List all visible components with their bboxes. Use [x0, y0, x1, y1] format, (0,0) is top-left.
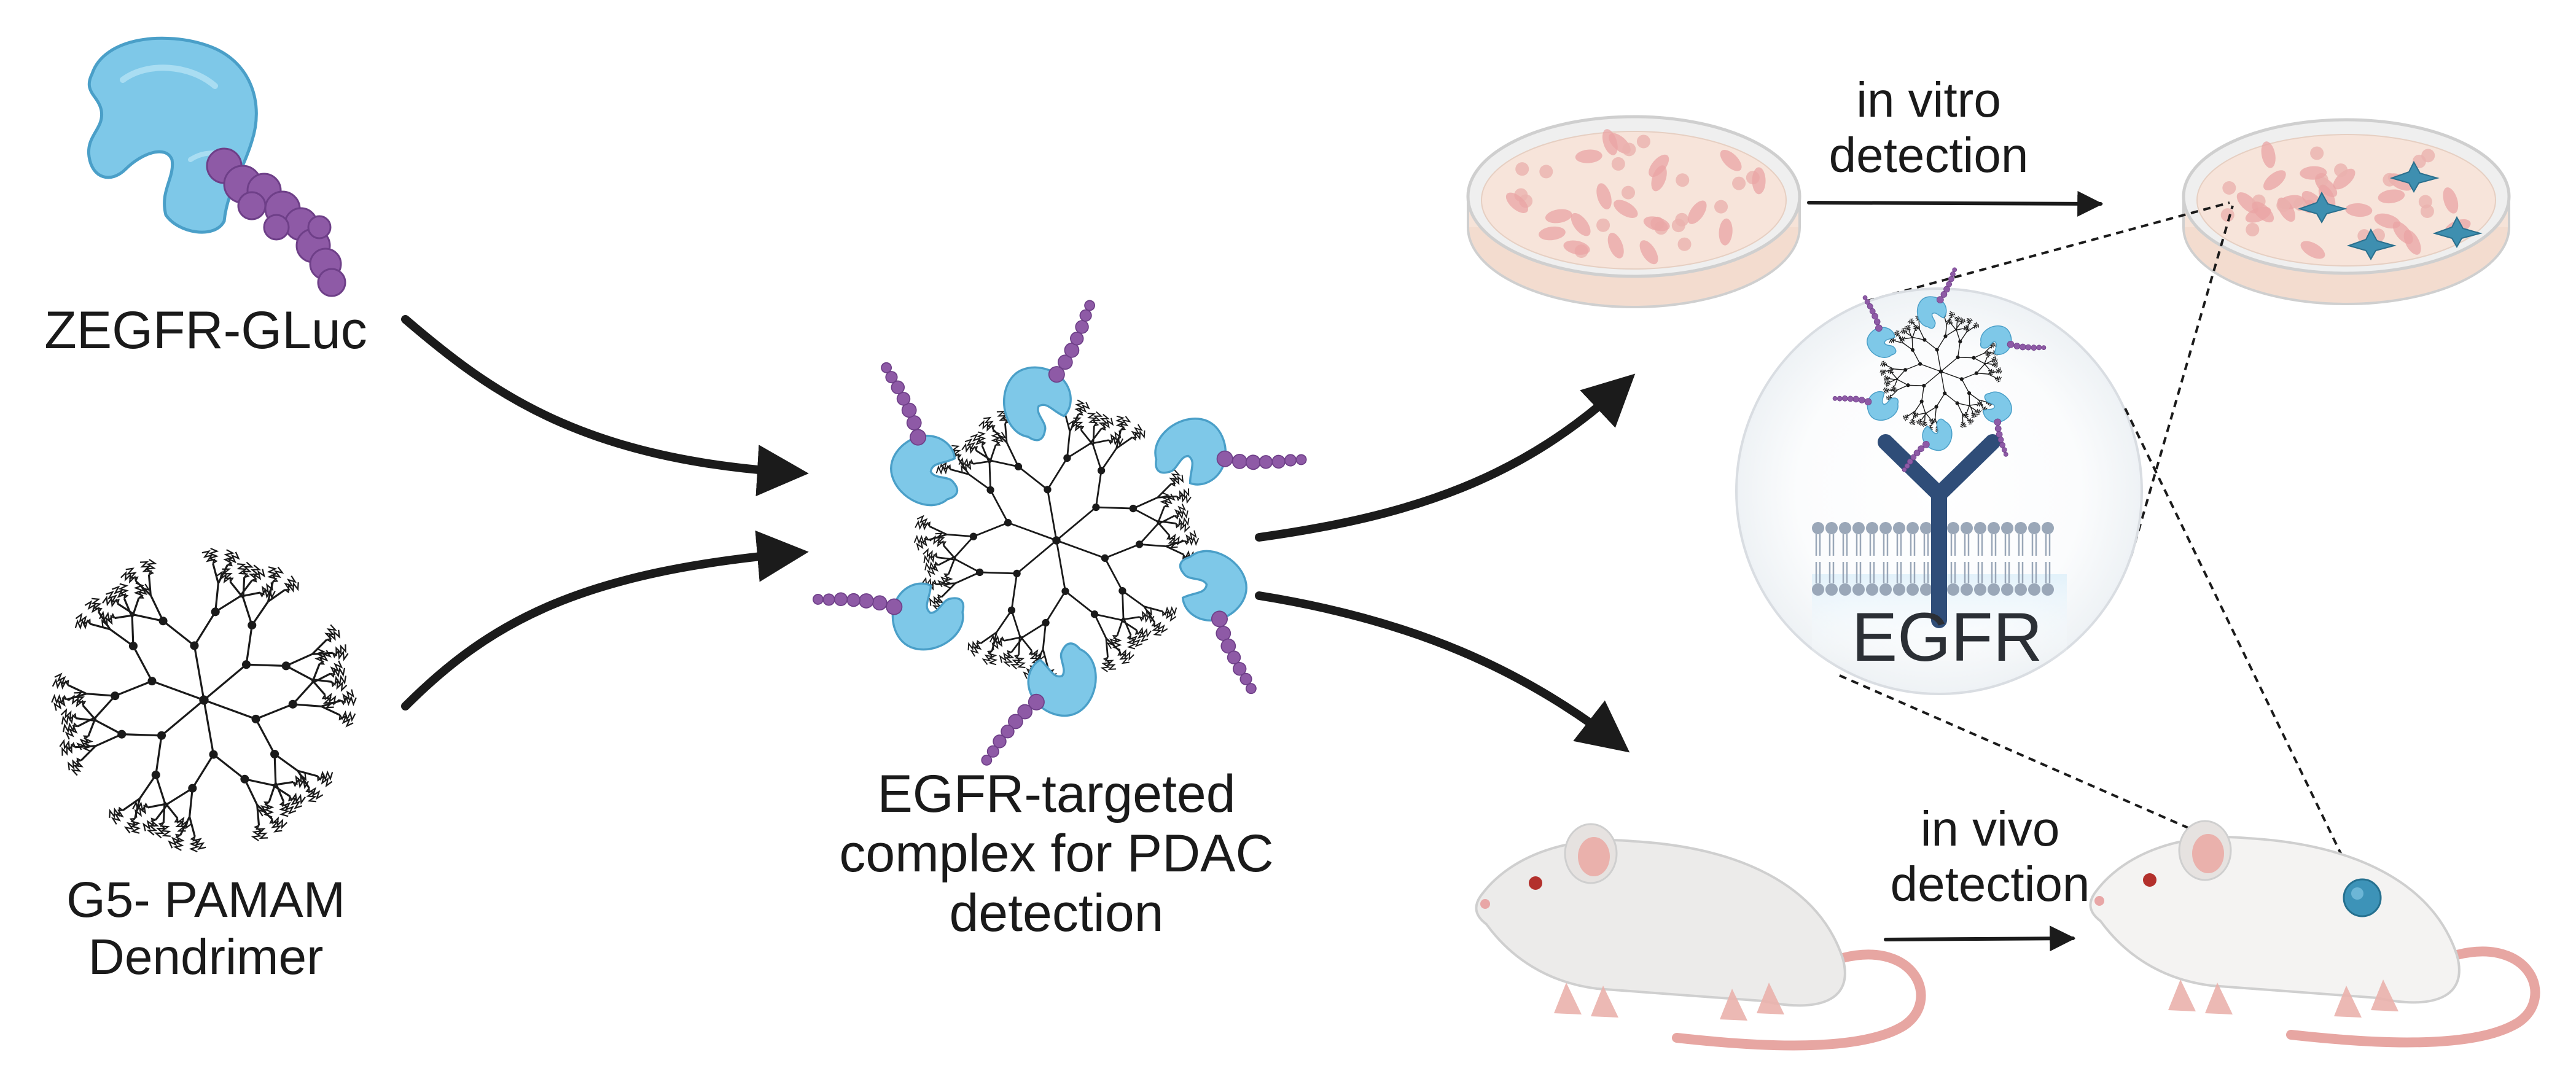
egfr-receptor-icon: [1878, 434, 2000, 628]
label-egfr: EGFR: [1806, 599, 2088, 677]
flow-arrows: [401, 190, 2104, 952]
petri-dish-untreated-icon: [1466, 115, 1801, 308]
label-in-vivo-line-1: in vivo: [1920, 801, 2060, 856]
label-egfr-text: EGFR: [1851, 599, 2043, 675]
label-in-vitro-detection: in vitro detection: [1769, 72, 2088, 184]
dendrimer-icon: [51, 547, 357, 853]
arrow-in-vivo: [1884, 925, 2076, 952]
label-in-vitro-line-1: in vitro: [1856, 72, 2001, 127]
label-zegfr-gluc-line-1: ZEGFR-GLuc: [44, 301, 367, 360]
label-g5-pamam-dendrimer: G5- PAMAM Dendrimer: [12, 872, 399, 986]
label-in-vitro-line-2: detection: [1829, 128, 2029, 183]
arrow-complex-to-vitro: [1255, 373, 1636, 542]
petri-dish-detected-icon: [2182, 118, 2511, 305]
arrow-complex-to-vivo: [1255, 591, 1630, 753]
label-in-vivo-line-2: detection: [1890, 857, 2090, 912]
mouse-untreated-icon: [1475, 823, 1926, 1051]
egfr-zoom-lens: [1735, 201, 2363, 901]
label-complex-line-3: detection: [949, 884, 1164, 943]
arrow-dendrimer-to-complex: [401, 530, 809, 710]
mouse-tumor-icon: [2089, 820, 2540, 1048]
zegfr-gluc-icon: [87, 36, 346, 297]
bound-complex-icon: [1832, 267, 2047, 472]
tumor-icon: [2343, 878, 2382, 917]
cell-membrane-icon: [1812, 522, 2054, 596]
label-in-vivo-detection: in vivo detection: [1830, 801, 2150, 913]
label-zegfr-gluc: ZEGFR-GLuc: [12, 301, 399, 360]
label-egfr-targeted-complex: EGFR-targeted complex for PDAC detection: [798, 765, 1314, 944]
arrow-zegfr-to-complex: [401, 315, 809, 497]
egfr-targeted-complex-icon: [813, 300, 1307, 766]
label-g5-pamam-line-2: Dendrimer: [88, 928, 324, 985]
label-complex-line-2: complex for PDAC: [839, 824, 1274, 884]
label-complex-line-1: EGFR-targeted: [877, 765, 1236, 823]
label-g5-pamam-line-1: G5- PAMAM: [66, 872, 346, 928]
arrow-in-vitro: [1807, 190, 2104, 217]
